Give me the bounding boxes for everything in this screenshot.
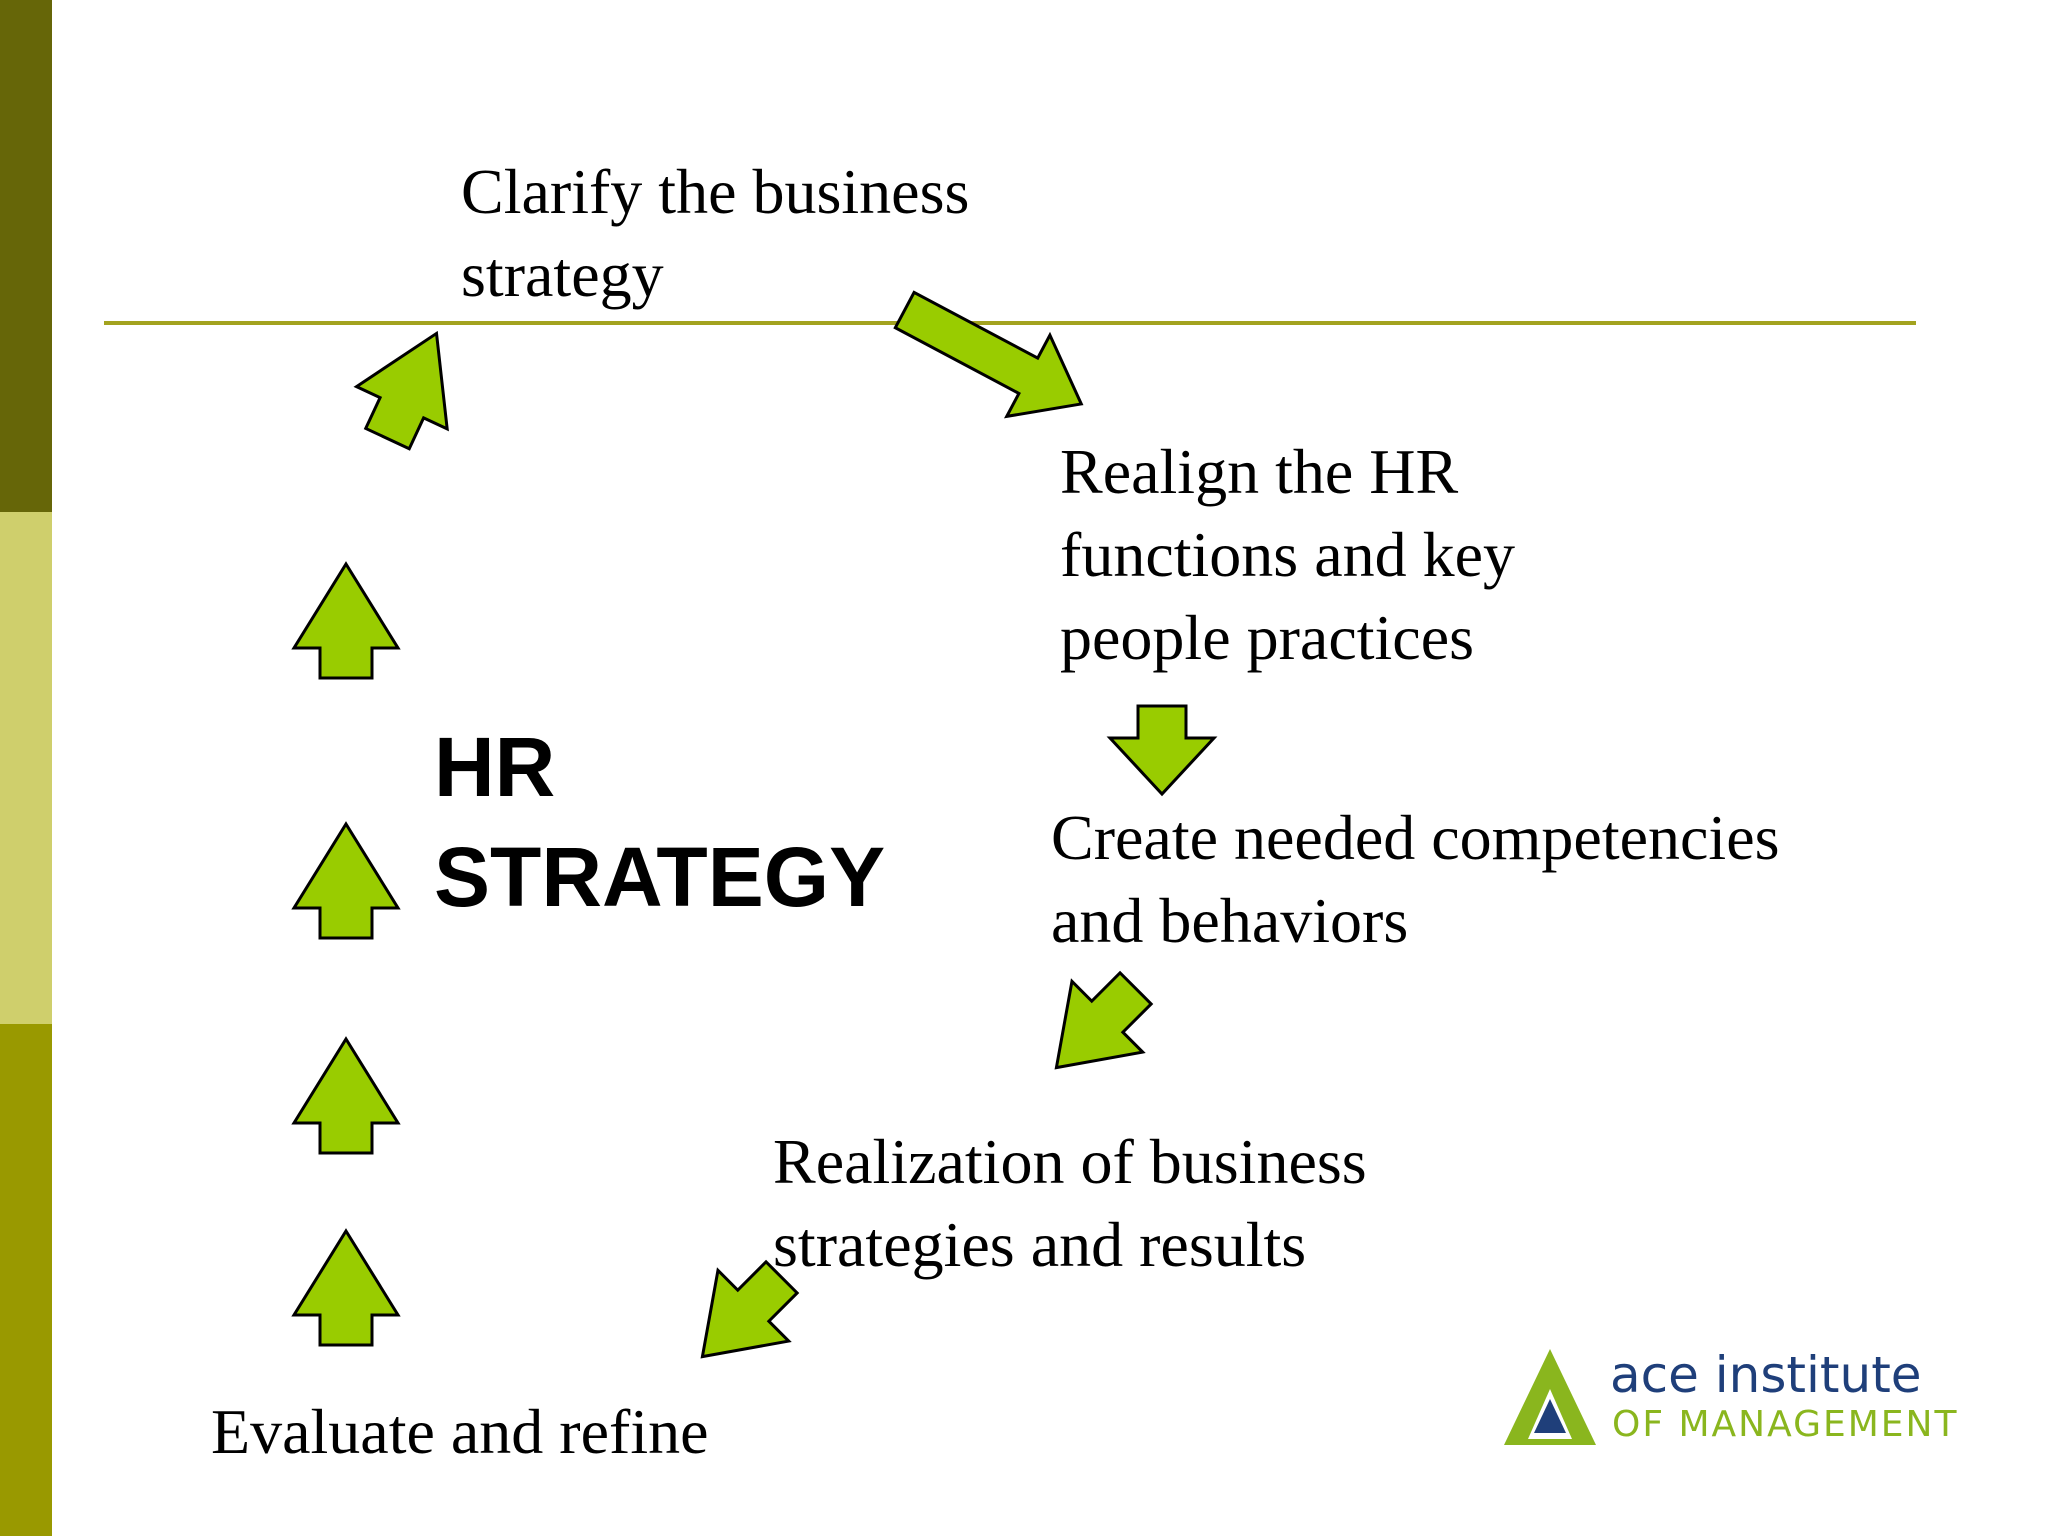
step-create-competencies: Create needed competencies and behaviors [1051,796,1780,962]
arrow-icon [700,1259,800,1359]
step-text-line: Realization of business [773,1126,1367,1197]
step-realign-hr-functions: Realign the HR functions and key people … [1060,430,1515,679]
arrow-icon [291,561,401,680]
sidebar-band-top [0,0,52,512]
step-text-line: functions and key [1060,519,1515,590]
step-text-line: Realign the HR [1060,436,1459,507]
arrow-icon [291,1228,401,1347]
ace-logo-icon [1504,1349,1596,1445]
sidebar-band-middle [0,512,52,1024]
logo-wordmark-primary: ace institute [1610,1346,1922,1404]
step-text-line: strategies and results [773,1209,1307,1280]
title-divider-line [104,321,1916,325]
sidebar-band-bottom [0,1024,52,1536]
step-text-line: strategy [461,239,664,310]
arrow-icon [893,290,1084,419]
arrow-icon [1106,704,1218,797]
step-text-line: people practices [1060,602,1474,673]
step-text-line: and behaviors [1051,885,1409,956]
center-title-hr-strategy: HR STRATEGY [434,712,885,932]
arrow-icon [1054,970,1154,1070]
ace-institute-logo: ace institute OF MANAGEMENT [1500,1345,2010,1465]
arrow-icon [291,821,401,940]
arrow-icon [291,1036,401,1155]
step-realization-of-strategies: Realization of business strategies and r… [773,1120,1367,1286]
step-clarify-business-strategy: Clarify the business strategy [461,150,969,316]
step-evaluate-and-refine: Evaluate and refine [211,1390,709,1473]
step-text-line: Evaluate and refine [211,1396,709,1467]
logo-wordmark-secondary: OF MANAGEMENT [1612,1404,1959,1445]
center-title-line: STRATEGY [434,830,886,924]
step-text-line: Create needed competencies [1051,802,1780,873]
arrow-icon [353,330,449,451]
step-text-line: Clarify the business [461,156,970,227]
center-title-line: HR [434,720,556,814]
